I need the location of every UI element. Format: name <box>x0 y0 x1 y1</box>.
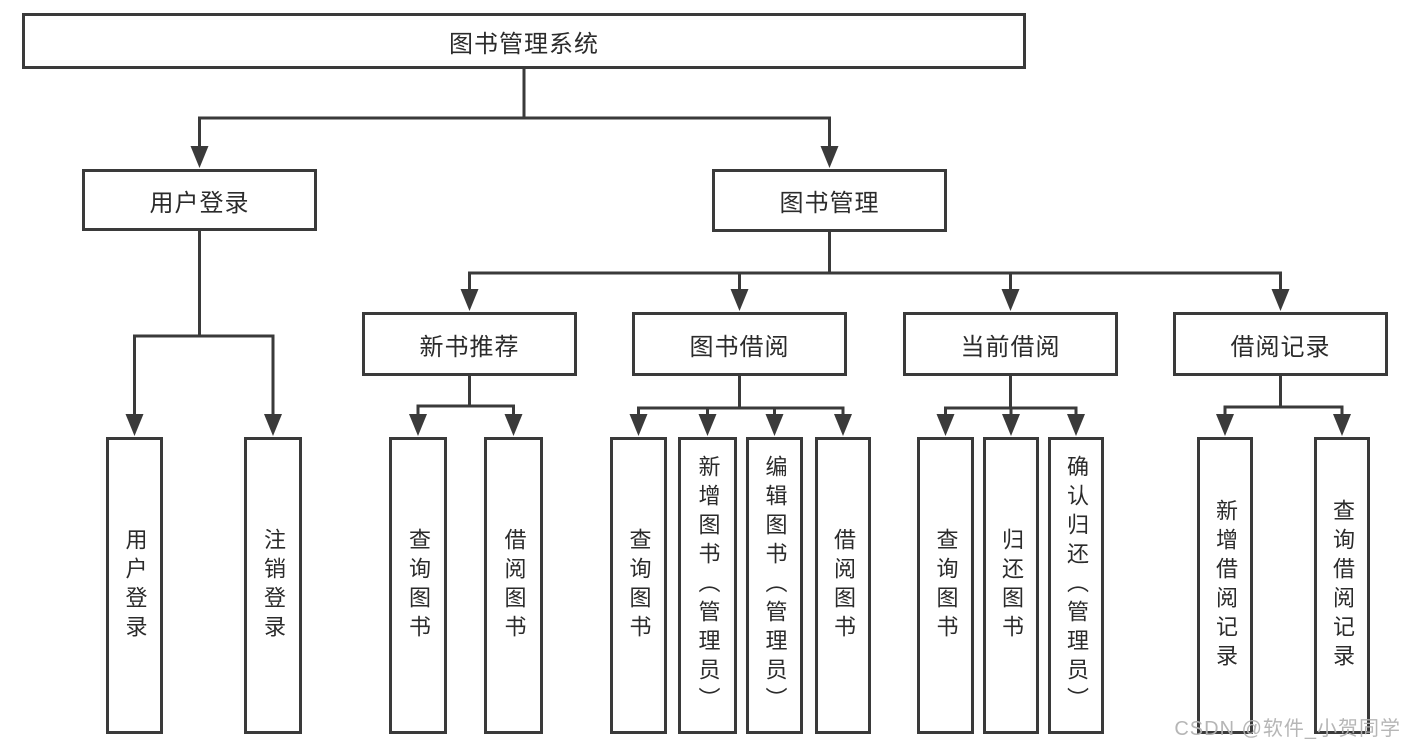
node-new-book-recommend: 新书推荐 <box>362 312 577 376</box>
leaf-query-borrow-record: 查询借阅记录 <box>1314 437 1370 734</box>
connector-borrow-to-leaves <box>637 374 845 418</box>
csdn-watermark: CSDN @软件_小贺同学 <box>1174 718 1401 740</box>
node-book-borrow: 图书借阅 <box>632 312 847 376</box>
node-library-management-system: 图书管理系统 <box>22 13 1026 69</box>
connector-login-to-leaves <box>133 229 275 417</box>
connector-current-to-leaves <box>944 374 1078 418</box>
leaf-query-books-current: 查询图书 <box>917 437 974 734</box>
node-book-management: 图书管理 <box>712 169 947 232</box>
leaf-query-books-borrow: 查询图书 <box>610 437 667 734</box>
leaf-add-books-admin: 新增图书（管理员） <box>678 437 737 734</box>
leaf-add-borrow-record: 新增借阅记录 <box>1197 437 1253 734</box>
node-current-borrow: 当前借阅 <box>903 312 1118 376</box>
leaf-query-books-recommend: 查询图书 <box>389 437 447 734</box>
connector-root-to-level2 <box>198 67 831 149</box>
node-user-login: 用户登录 <box>82 169 317 231</box>
leaf-edit-books-admin: 编辑图书（管理员） <box>746 437 803 734</box>
arrowheads <box>125 146 1351 436</box>
leaf-confirm-return-admin: 确认归还（管理员） <box>1048 437 1104 734</box>
connector-records-to-leaves <box>1223 374 1344 418</box>
leaf-logout: 注销登录 <box>244 437 302 734</box>
node-borrow-records: 借阅记录 <box>1173 312 1388 376</box>
leaf-user-login: 用户登录 <box>106 437 163 734</box>
connector-recommend-to-leaves <box>416 374 515 418</box>
leaf-borrow-books-recommend: 借阅图书 <box>484 437 543 734</box>
connector-mgmt-to-level3 <box>468 230 1282 293</box>
leaf-return-books: 归还图书 <box>983 437 1039 734</box>
leaf-borrow-books: 借阅图书 <box>815 437 871 734</box>
